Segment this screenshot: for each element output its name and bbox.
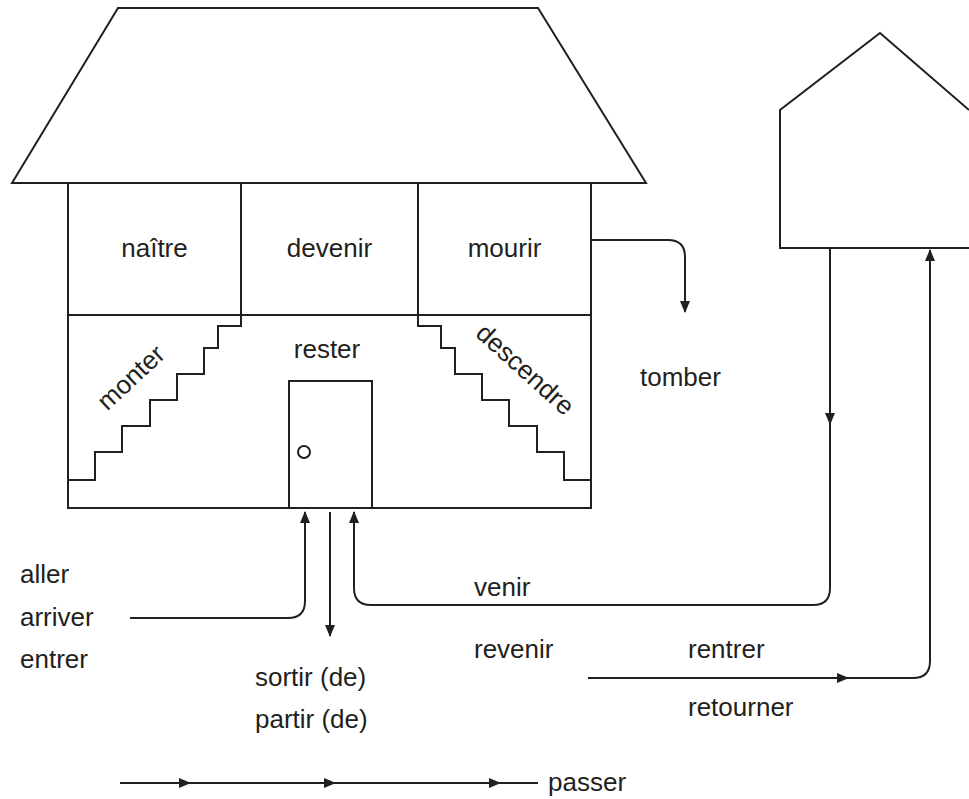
verb-label: entrer bbox=[20, 645, 88, 675]
verb-label: venir bbox=[474, 573, 530, 603]
arrow bbox=[329, 512, 331, 636]
room-box: devenir bbox=[242, 184, 417, 314]
arrow bbox=[845, 250, 930, 678]
arrow bbox=[330, 782, 500, 784]
arrow bbox=[829, 248, 831, 424]
arrow bbox=[130, 512, 305, 618]
stairs-label: descendre bbox=[470, 318, 580, 421]
floor-label: rester bbox=[294, 335, 360, 365]
room-label: mourir bbox=[468, 234, 542, 264]
door bbox=[289, 381, 372, 508]
verb-label: partir (de) bbox=[255, 705, 368, 735]
room-box: mourir bbox=[419, 184, 590, 314]
door-knob bbox=[298, 446, 310, 458]
verb-label: passer bbox=[548, 768, 626, 798]
verb-label: arriver bbox=[20, 603, 94, 633]
room-label: devenir bbox=[287, 234, 372, 264]
stairs-label: monter bbox=[91, 339, 171, 416]
verb-label: sortir (de) bbox=[255, 663, 366, 693]
house-body bbox=[68, 183, 591, 508]
arrow bbox=[588, 677, 848, 679]
arrow bbox=[120, 782, 190, 784]
room-label: naître bbox=[121, 234, 188, 264]
small-house bbox=[780, 33, 969, 248]
stairs bbox=[68, 315, 241, 480]
stairs bbox=[418, 315, 591, 480]
room-box: naître bbox=[69, 184, 240, 314]
verb-label: retourner bbox=[688, 693, 794, 723]
arrow bbox=[185, 782, 335, 784]
roof bbox=[12, 8, 646, 183]
arrow bbox=[354, 418, 830, 605]
verb-label: rentrer bbox=[688, 635, 765, 665]
verb-label: aller bbox=[20, 560, 69, 590]
floor-box: monter rester descendre bbox=[69, 316, 590, 480]
verb-label: tomber bbox=[640, 363, 721, 393]
arrow bbox=[591, 240, 685, 312]
verb-label: revenir bbox=[474, 635, 553, 665]
